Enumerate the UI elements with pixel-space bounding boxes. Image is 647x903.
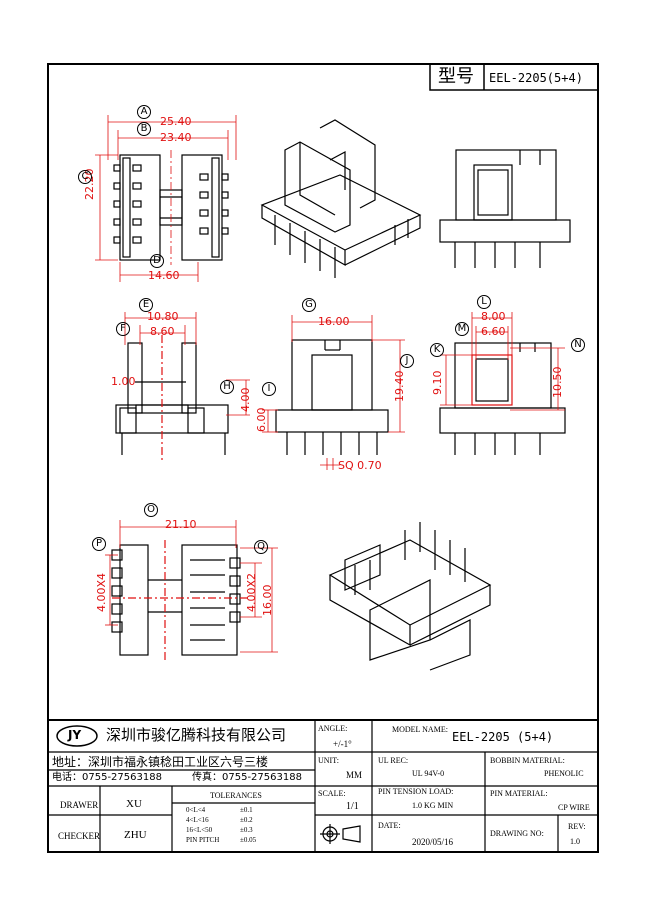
dim-sq-value: SQ 0.70 [338,459,382,472]
rev-label: REV: [568,822,586,831]
balloon-h: H [220,380,234,394]
balloon-l: L [477,295,491,309]
pin-tension-value: 1.0 KG MIN [412,801,454,810]
dim-j-value: 19.40 [393,370,406,403]
balloon-c: C [78,170,92,184]
checker-label: CHECKER [58,831,101,841]
dim-n-value: 10.50 [551,366,564,399]
balloon-g: G [302,298,316,312]
checker-value: ZHU [124,829,147,841]
tol-value-4: ±0.05 [240,836,257,844]
tol-range-4: PIN PITCH [186,836,220,844]
view-iso-bottom [328,522,492,671]
angle-value: +/-1° [333,739,352,749]
balloon-o: O [144,503,158,517]
pin-tension-label: PIN TENSION LOAD: [378,787,454,796]
view-bottom [111,540,250,660]
dims-bottom [105,520,278,653]
dim-e-value: 10.80 [147,310,179,323]
balloon-k: K [430,343,444,357]
balloon-p: P [92,537,106,551]
logo-oval [56,725,98,747]
company-logo: JY [68,728,82,742]
scale-label: SCALE: [318,789,346,798]
dim-g-front-value: 16.00 [318,315,350,328]
balloon-q: Q [254,540,268,554]
balloon-m: M [455,322,469,336]
tol-range-1: 0<L<4 [186,806,206,814]
dim-f-value: 8.60 [150,325,175,338]
drawer-label: DRAWER [60,800,99,810]
tol-value-2: ±0.2 [240,816,253,824]
ul-value: UL 94V-0 [412,769,445,778]
unit-label: UNIT: [318,756,339,765]
view-front [275,339,389,455]
title-block-lines [48,719,598,852]
bobbin-label: BOBBIN MATERIAL: [490,756,565,765]
balloon-n: N [571,338,585,352]
date-label: DATE: [378,821,401,830]
company-address: 地址：深圳市福永镇稔田工业区六号三楼 [52,755,269,769]
rev-value: 1.0 [570,837,580,846]
balloon-f: F [116,322,130,336]
tolerances-label: TOLERANCES [210,791,262,800]
pin-material-value: CP WIRE [558,803,590,812]
bobbin-value: PHENOLIC [544,769,584,778]
balloon-d: D [150,254,164,268]
view-end-right [439,342,566,455]
tol-range-3: 16<L<50 [186,826,213,834]
dim-q1-value: 4.00X2 [245,572,258,612]
date-value: 2020/05/16 [412,837,454,847]
drawing-no-label: DRAWING NO: [490,829,544,838]
view-iso-top [260,119,422,278]
dim-h-value: 4.00 [239,387,252,413]
balloon-j: J [400,354,414,368]
pin-material-label: PIN MATERIAL: [490,789,548,798]
dim-i-value: 6.00 [255,407,268,433]
dims-end-right [440,312,565,411]
balloon-b: B [137,122,151,136]
dim-m-value: 6.60 [481,325,506,338]
dims-side-left [124,312,250,416]
balloon-e: E [139,298,153,312]
company-fax: 传真：0755-27563188 [192,772,302,783]
dim-k-value: 9.10 [431,370,444,396]
company-name: 深圳市骏亿腾科技有限公司 [106,726,287,744]
angle-label: ANGLE: [318,724,348,733]
type-box [429,63,599,91]
dim-d-value: 14.60 [148,269,180,282]
dim-l-value: 8.00 [481,310,506,323]
balloon-i: I [262,382,276,396]
tol-range-2: 4<L<16 [186,816,209,824]
company-tel: 电话：0755-27563188 [52,772,162,783]
view-end-top [439,149,571,268]
dims-front [262,315,405,470]
projection-symbol-icon [320,824,361,844]
dim-a-value: 25.40 [160,115,192,128]
model-value: EEL-2205 (5+4) [452,730,554,744]
scale-value: 1/1 [346,801,359,812]
model-label: MODEL NAME: [392,725,448,734]
dim-q2-value: 16.00 [261,584,274,617]
type-label: 型号 [438,66,474,87]
sheet-border [47,63,599,853]
type-value: EEL-2205(5+4) [489,71,583,85]
dim-b-value: 23.40 [160,131,192,144]
view-side-left [115,335,229,460]
tol-value-3: ±0.3 [240,826,253,834]
dims-top-left [95,115,237,282]
ul-label: UL REC: [378,756,409,765]
tol-value-1: ±0.1 [240,806,253,814]
balloon-a: A [137,105,151,119]
dim-o-value: 21.10 [165,518,197,531]
drawer-value: XU [126,798,142,810]
dim-g-value: 1.00 [111,375,136,388]
dim-p-value: 4.00X4 [95,572,108,612]
unit-value: MM [346,770,363,780]
